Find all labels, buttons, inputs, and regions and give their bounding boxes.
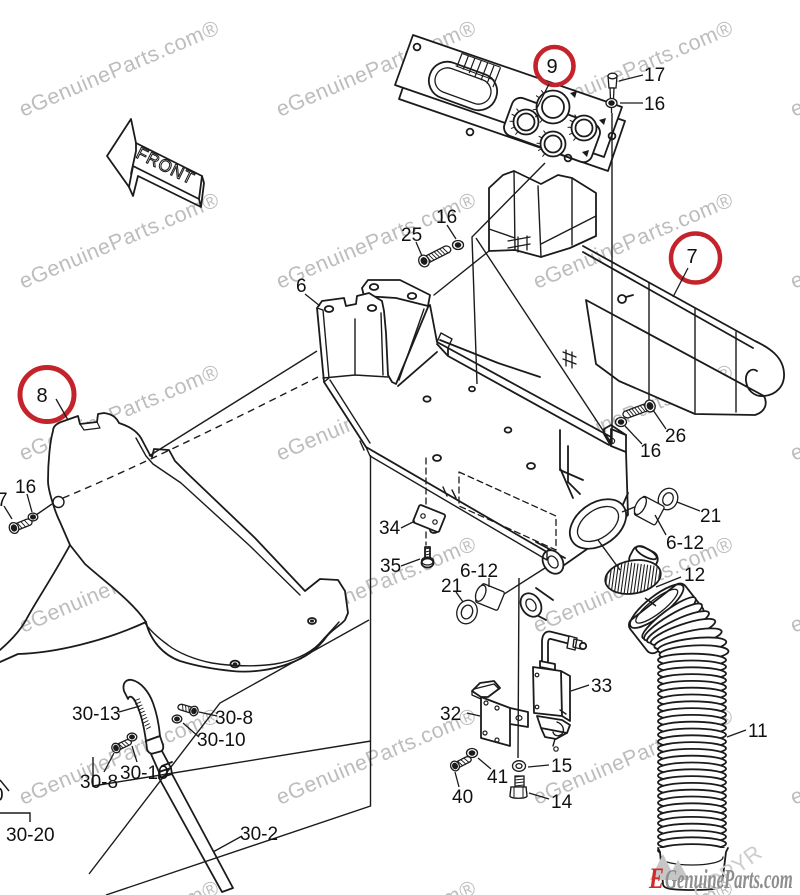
svg-text:26: 26 [665, 426, 686, 447]
svg-text:40: 40 [452, 787, 473, 808]
svg-text:30-2: 30-2 [240, 824, 278, 845]
svg-text:25: 25 [401, 225, 422, 246]
svg-text:32: 32 [440, 704, 461, 725]
svg-text:30-13: 30-13 [72, 704, 121, 725]
svg-text:16: 16 [15, 477, 36, 498]
svg-text:12: 12 [684, 565, 705, 586]
svg-text:7: 7 [0, 490, 8, 511]
svg-text:30-20: 30-20 [6, 825, 55, 846]
svg-text:16: 16 [640, 441, 661, 462]
svg-text:33: 33 [591, 676, 612, 697]
svg-text:17: 17 [644, 65, 665, 86]
svg-text:E: E [648, 861, 664, 895]
svg-text:41: 41 [487, 767, 508, 788]
svg-text:11: 11 [748, 721, 768, 742]
svg-text:30-10: 30-10 [197, 730, 246, 751]
svg-text:0: 0 [0, 785, 4, 806]
svg-text:8: 8 [36, 385, 47, 407]
svg-text:14: 14 [551, 792, 573, 813]
svg-text:30-8: 30-8 [215, 708, 253, 729]
svg-text:6: 6 [296, 276, 307, 297]
svg-text:16: 16 [644, 94, 665, 115]
svg-text:35: 35 [380, 556, 401, 577]
svg-text:6-12: 6-12 [666, 533, 704, 554]
svg-text:7: 7 [686, 246, 697, 268]
svg-text:21: 21 [700, 506, 721, 527]
svg-text:GenuineParts.com: GenuineParts.com [665, 864, 793, 894]
svg-text:34: 34 [379, 518, 401, 539]
svg-text:30-10: 30-10 [120, 763, 169, 784]
svg-text:30-8: 30-8 [80, 772, 118, 793]
svg-text:15: 15 [551, 756, 572, 777]
svg-text:16: 16 [436, 207, 457, 228]
svg-text:21: 21 [441, 576, 462, 597]
svg-text:9: 9 [546, 56, 557, 78]
svg-text:6-12: 6-12 [460, 561, 498, 582]
